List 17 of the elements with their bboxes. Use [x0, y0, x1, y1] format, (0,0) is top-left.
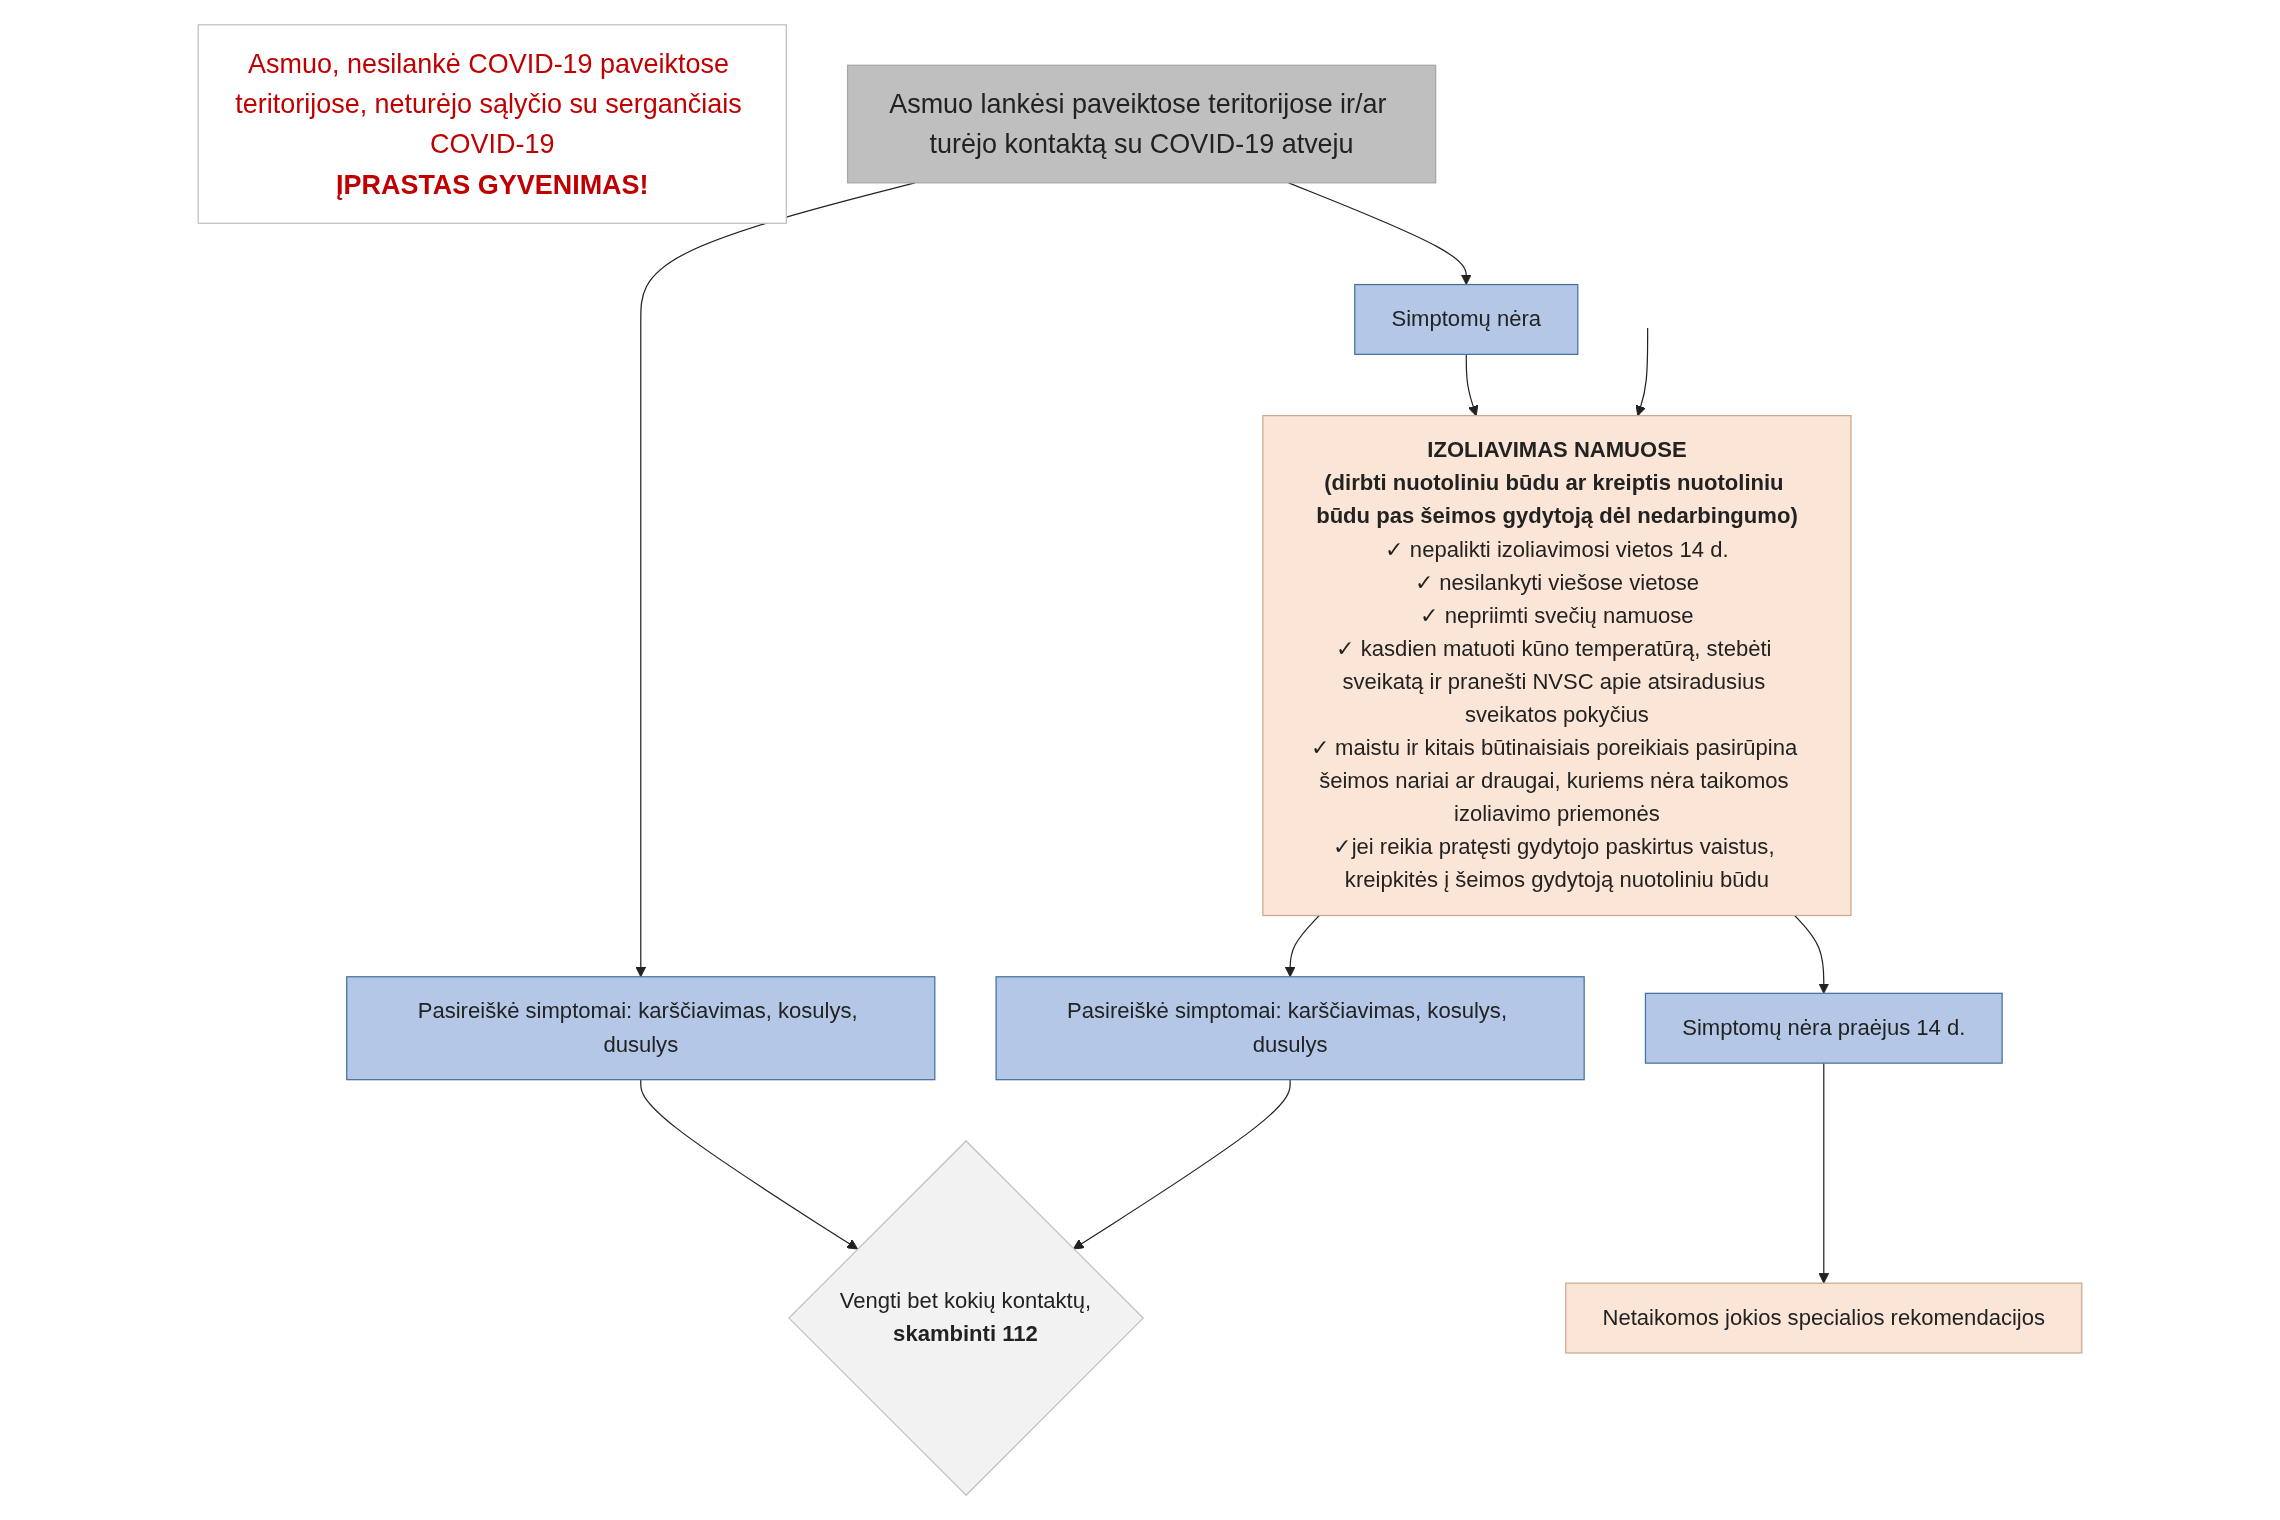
- node-box: Asmuo lankėsi paveiktose teritorijose ir/ar turėjo kontaktą su COVID-19 atveju: [846, 64, 1437, 184]
- arrow: [1073, 1079, 1291, 1250]
- node-box: Pasireiškė simptomai: karščiavimas, kosulys, dusulys: [995, 976, 1585, 1081]
- node-box: IZOLIAVIMAS NAMUOSE (dirbti nuotoliniu būdu ar kreiptis nuotoliniu būdu pas šeimos gydytoją dėl nedarbingumo) ✓ nepalikti izoliavimosi vietos 14 d. ✓ nesilankyti viešose vietose ✓ nepriimti svečių namuose ✓ kasdien matuoti kūno temperatūrą, stebėti sveikatą ir pranešti NVSC apie atsiradusius sveikatos pokyčius ✓ maistu ir kitais būtinaisiais poreikiais pasirūpina šeimos nariai ar draugai, kuriems nėra taikomos izoliavimo priemonės ✓jei reikia pratęsti gydytojo paskirtus vaistus, kreipkitės į šeimos gydytoją nuotoliniu būdu: [1262, 415, 1852, 917]
- arrow: [1818, 1062, 1830, 1284]
- node-box: Simptomų nėra praėjus 14 d.: [1644, 992, 2003, 1064]
- arrow: [1465, 353, 1479, 417]
- arrow: [1284, 914, 1320, 978]
- arrow: [1288, 182, 1472, 286]
- node-box: Asmuo, nesilankė COVID-19 paveiktose teritorijose, neturėjo sąlyčio su sergančiais COVID-19 ĮPRASTAS GYVENIMAS!: [197, 24, 787, 224]
- node-box: Netaikomos jokios specialios rekomendacijos: [1565, 1282, 2083, 1354]
- arrow: [1635, 327, 1649, 417]
- node-box: Simptomų nėra: [1354, 283, 1579, 355]
- node-diamond: Vengti bet kokių kontaktų, skambinti 112: [788, 1140, 1145, 1497]
- arrow: [1794, 914, 1830, 994]
- arrow: [640, 1079, 858, 1250]
- node-box: Pasireiškė simptomai: karščiavimas, kosulys, dusulys: [346, 976, 936, 1081]
